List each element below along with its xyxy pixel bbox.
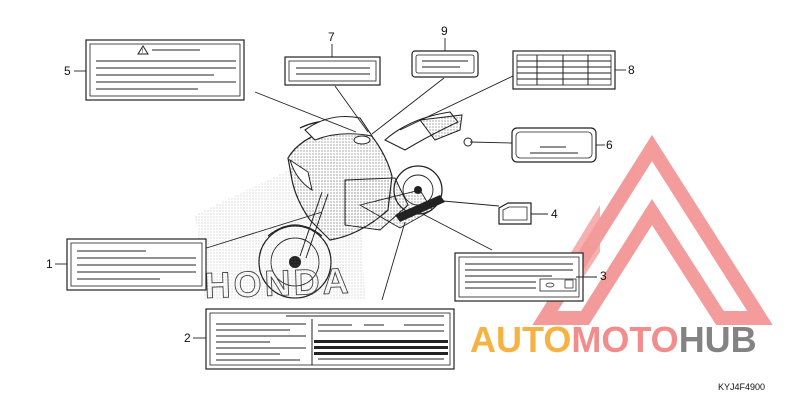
label-5-warning: ! bbox=[85, 39, 245, 101]
label-4 bbox=[498, 202, 532, 225]
label-1 bbox=[66, 238, 207, 291]
watermark-brand-part2: MOTO bbox=[571, 319, 678, 360]
callout-5: 5 bbox=[64, 64, 71, 78]
tank-logo-text: HONDA bbox=[204, 260, 352, 306]
label-3 bbox=[454, 252, 584, 302]
warning-triangle-icon bbox=[137, 45, 149, 55]
callout-1: 1 bbox=[46, 257, 53, 271]
callout-3: 3 bbox=[600, 269, 607, 283]
svg-text:AUTOMOTOHUB: AUTOMOTOHUB bbox=[470, 319, 757, 360]
watermark-brand-text: AUTOMOTOHUB bbox=[470, 319, 757, 360]
svg-text:!: ! bbox=[142, 49, 144, 55]
watermark-brand-part1: AUTO bbox=[470, 319, 571, 360]
watermark-brand-part3: HUB bbox=[679, 319, 757, 360]
leader-lines bbox=[199, 75, 514, 301]
callout-8: 8 bbox=[628, 63, 635, 77]
callout-4: 4 bbox=[551, 207, 558, 221]
label-2-info bbox=[205, 308, 455, 370]
motorcycle-illustration: HONDA bbox=[195, 111, 473, 306]
windscreen bbox=[304, 115, 374, 141]
callout-2: 2 bbox=[184, 331, 191, 345]
label-7 bbox=[284, 56, 381, 86]
callout-9: 9 bbox=[441, 24, 448, 38]
callout-6: 6 bbox=[606, 138, 613, 152]
label-6 bbox=[511, 127, 597, 163]
callout-7: 7 bbox=[328, 30, 335, 44]
label-8-grid bbox=[512, 50, 616, 90]
label-9 bbox=[411, 50, 479, 78]
part-code: KYJ4F4900 bbox=[718, 382, 765, 392]
